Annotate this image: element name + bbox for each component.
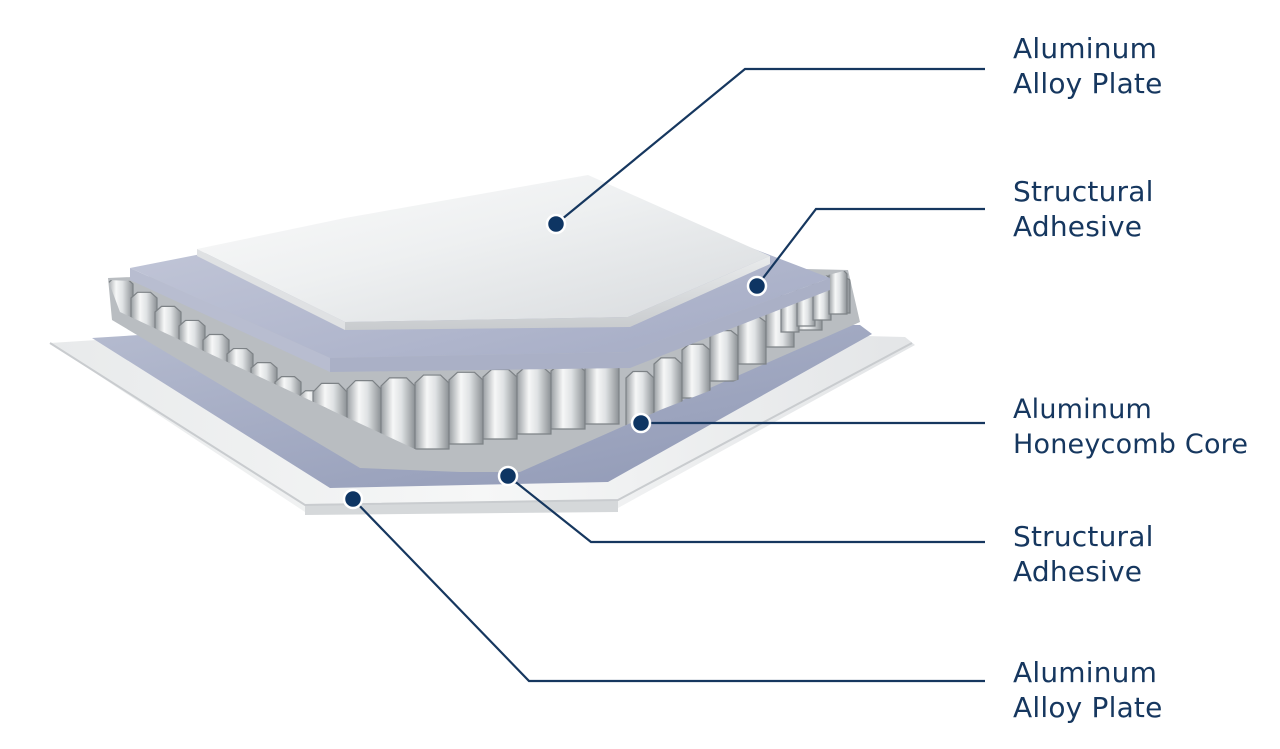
leader-lines — [352, 67, 985, 683]
label-honeycomb-core: Aluminum Honeycomb Core — [1013, 392, 1275, 462]
label-line: Aluminum — [1013, 656, 1158, 689]
marker-dot-top-adhesive — [746, 275, 768, 297]
honeycomb-cell — [828, 270, 848, 315]
top-alloy-plate — [197, 175, 770, 330]
honeycomb-cell — [448, 371, 484, 445]
label-line: Adhesive — [1013, 555, 1143, 588]
honeycomb-cell — [516, 366, 552, 435]
label-line: Adhesive — [1013, 210, 1143, 243]
label-top-alloy-plate: Aluminum Alloy Plate — [1013, 31, 1275, 101]
leader-line-top-plate — [555, 67, 985, 225]
honeycomb-cell — [482, 368, 518, 440]
label-line: Aluminum — [1013, 32, 1158, 65]
leader-line-top-adhesive — [756, 207, 985, 287]
honeycomb-cell — [584, 360, 620, 425]
leader-line-bottom-adhesive — [507, 475, 985, 544]
marker-dot-bottom-adhesive — [497, 465, 519, 487]
label-line: Alloy Plate — [1013, 67, 1163, 100]
label-bottom-structural-adhesive: Structural Adhesive — [1013, 519, 1275, 589]
label-bottom-alloy-plate: Aluminum Alloy Plate — [1013, 655, 1275, 725]
honeycomb-cell — [709, 330, 739, 382]
marker-dot-core — [630, 412, 652, 434]
label-top-structural-adhesive: Structural Adhesive — [1013, 174, 1275, 244]
label-line: Honeycomb Core — [1013, 429, 1249, 460]
label-line: Structural — [1013, 520, 1154, 553]
label-line: Aluminum — [1013, 394, 1153, 425]
label-line: Structural — [1013, 175, 1154, 208]
honeycomb-cell — [550, 363, 586, 430]
honeycomb-cell — [681, 343, 711, 399]
marker-dot-bottom-plate — [342, 488, 364, 510]
marker-dot-top-plate — [545, 213, 567, 235]
honeycomb-cell — [414, 374, 450, 450]
label-line: Alloy Plate — [1013, 691, 1163, 724]
marker-dots — [342, 213, 768, 510]
leader-line-bottom-plate — [352, 498, 985, 683]
